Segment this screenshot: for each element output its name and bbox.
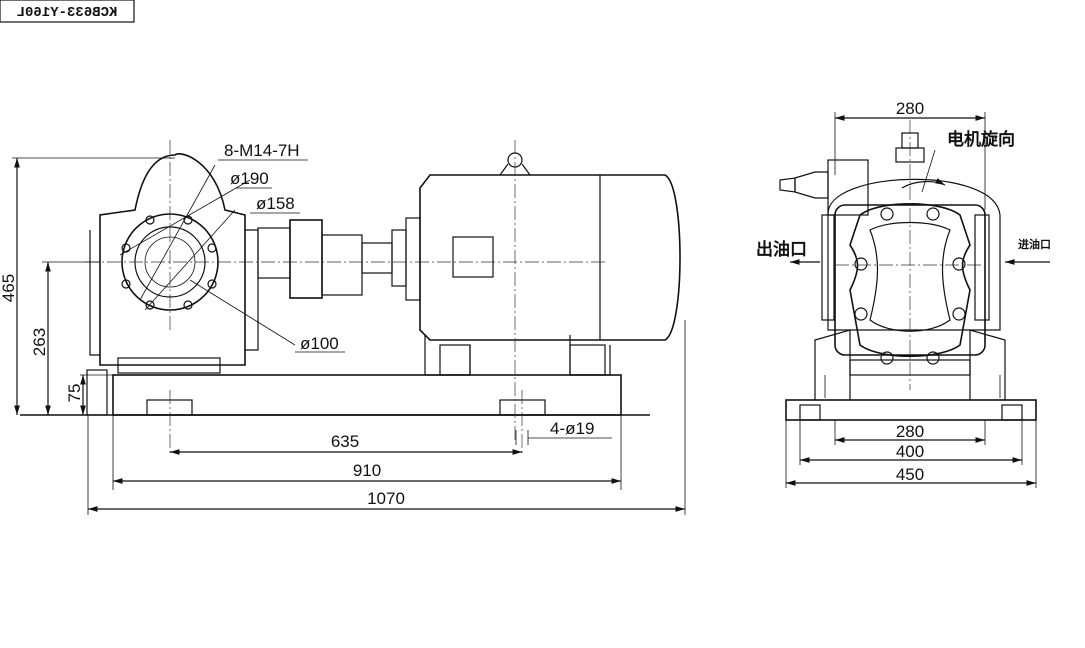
dim-top-width: 280	[896, 99, 924, 118]
base-plate	[20, 369, 650, 416]
side-labels: 电机旋向 出油口 进油口	[756, 129, 1051, 259]
callout-dia-190: ø190	[230, 169, 269, 188]
label-inlet: 进油口	[1018, 237, 1051, 251]
side-pump-face	[821, 120, 990, 390]
horizontal-dimensions: 635 910 1070 4-ø19	[87, 320, 686, 515]
dim-base-length: 910	[353, 461, 381, 480]
dim-height-base: 75	[65, 384, 84, 403]
front-view: 465 263 75 635 910 1070 4-ø19	[0, 140, 686, 515]
dim-height-center: 263	[30, 328, 49, 356]
dim-base-holes: 4-ø19	[550, 419, 594, 438]
label-outlet: 出油口	[756, 239, 807, 259]
dim-overall-length: 1070	[367, 489, 405, 508]
vertical-dimensions: 465 263 75	[0, 157, 175, 415]
callout-dia-100: ø100	[300, 334, 339, 353]
label-rotation: 电机旋向	[947, 129, 1015, 149]
side-base	[785, 329, 1037, 421]
callout-bolt-spec: 8-M14-7H	[224, 141, 300, 160]
motor	[419, 152, 681, 376]
dim-height-total: 465	[0, 274, 18, 302]
dim-bolt-spacing: 635	[331, 432, 359, 451]
side-motor	[779, 132, 1001, 331]
dim-bottom-400: 400	[896, 442, 924, 461]
callout-dia-158: ø158	[256, 194, 295, 213]
dim-bottom-280: 280	[896, 422, 924, 441]
dim-bottom-450: 450	[896, 465, 924, 484]
pump-body	[89, 153, 296, 374]
side-view: 电机旋向 出油口 进油口 280 280 400 450	[756, 99, 1051, 488]
model-tag-text: KCB633-Y160L	[17, 5, 118, 21]
model-tag: KCB633-Y160L	[0, 0, 135, 23]
side-dimensions: 280 280 400 450	[785, 99, 1037, 488]
front-callouts: 8-M14-7H ø190 ø158 ø100	[218, 141, 345, 353]
coupling	[257, 217, 421, 301]
